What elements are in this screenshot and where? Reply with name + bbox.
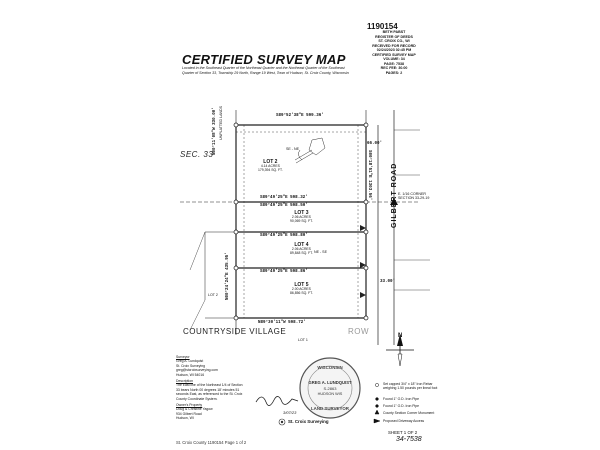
driveway-arrow — [360, 292, 366, 298]
legend-item: Proposed Driveway Access — [383, 419, 425, 423]
legal-description: Located in the Southeast Quarter of the … — [182, 66, 349, 76]
building-footprint — [308, 137, 326, 156]
monument-marker — [233, 199, 239, 205]
recording-line: ST. CROIX CO., WI — [378, 39, 410, 43]
monument-marker — [233, 315, 239, 321]
west-bearing-lower: N00°24'24"E 435.95' — [226, 252, 230, 300]
east-bearing: S00°18'51"E 1303.56' — [367, 150, 371, 201]
company-name: St. Croix Surveying — [288, 419, 329, 424]
road-name: GILBERT ROAD — [391, 162, 398, 228]
seal-number: S-2863 — [323, 386, 337, 391]
driveway-arrow — [360, 225, 366, 231]
driveway-arrow — [360, 262, 366, 268]
page-title: CERTIFIED SURVEY MAP — [182, 52, 346, 67]
monument-marker — [363, 265, 369, 271]
recording-line: REGISTER OF DEEDS — [375, 34, 413, 39]
lot-line-bearing: S89°49'25"E 598.50' — [260, 204, 308, 208]
lot-line-bearing: S89°49'25"E 598.86' — [260, 270, 308, 274]
adjoining-lot-left: LOT 2 — [208, 293, 218, 297]
notes-block: Surveyor Greg A. Lundquist St. Croix Sur… — [176, 355, 243, 421]
signature-date: 3/07/23 — [283, 410, 297, 415]
bottom-bearing: N89°30'11"W 598.72' — [258, 321, 306, 325]
dimension-33: 33.00' — [380, 280, 396, 284]
seal-city: HUDSON WIS — [317, 392, 343, 396]
lot-3-label: LOT 3 2.06 ACRES 90,069 SQ. FT. — [290, 210, 313, 224]
recording-line: PAGE: 7538 — [383, 61, 405, 66]
footer-text: St. Croix County 1190154 Page 1 of 2 — [176, 440, 247, 445]
monument-marker — [233, 229, 239, 235]
recording-line: VOLUME: 34 — [383, 57, 405, 61]
west-bearing-upper: N00°11'08"W 330.00' — [213, 107, 217, 155]
recording-line: REC FEE: 30.00 — [380, 66, 408, 70]
quarter-lower: NE - SE — [314, 250, 327, 254]
recording-line: 02/24/2023 02:45 PM — [376, 48, 412, 52]
lot-line-bearing: S89°49'25"E 598.32' — [260, 196, 308, 200]
recording-line: RECEIVED FOR RECORD — [372, 43, 416, 48]
legend-item: County Section Corner Monument — [383, 411, 435, 415]
section-corner-triangle — [390, 198, 398, 205]
signature — [255, 396, 299, 406]
seal-top: WISCONSIN — [317, 365, 343, 370]
monument-marker — [363, 229, 369, 235]
section-label: SEC. 33 — [180, 150, 214, 159]
recording-line: PAGES: 2 — [385, 70, 403, 75]
legend-symbols — [373, 383, 381, 424]
legend-item: Set capped 3/4" x 18" Iron Rebar weighin… — [383, 382, 438, 390]
lot-5-label: LOT 5 2.00 ACRES 86,856 SQ. FT. — [290, 282, 313, 296]
recording-line: CERTIFIED SURVEY MAP — [372, 52, 416, 57]
seal-name: GREG A. LUNDQUIST — [308, 380, 352, 385]
monument-marker — [233, 122, 239, 128]
row-label: ROW — [348, 327, 370, 336]
monument-marker — [363, 122, 369, 128]
handwritten-volume: 34-7538 — [396, 436, 422, 443]
monument-marker — [233, 265, 239, 271]
sheet-label: SHEET 1 OF 2 — [388, 430, 418, 435]
monument-marker — [363, 315, 369, 321]
monument-marker — [363, 199, 369, 205]
company-logo — [278, 418, 286, 426]
lot-line-bearing: S89°49'25"E 598.80' — [260, 234, 308, 238]
recording-line: BETH PABST — [382, 30, 406, 34]
legend-item: Found 1" O.D. Iron Pipe — [383, 404, 420, 408]
surveyor-seal — [299, 357, 361, 419]
corner-label: E. 1/16 CORNER SECTION 33-29-19 — [398, 192, 430, 200]
lot-2-label: LOT 2 4.14 ACRES 179,394 SQ. FT. — [258, 159, 283, 173]
top-bearing: S89°52'38"E 599.36' — [276, 114, 324, 118]
legend-item: Found 1" O.D. Iron Pipe — [383, 397, 420, 401]
north-arrow — [386, 334, 414, 367]
dimension-66: 66.00' — [367, 142, 383, 146]
lot-4-label: LOT 4 2.06 ACRES 89,848 SQ. FT. — [290, 242, 313, 256]
document-number: 1190154 — [367, 22, 398, 31]
subdivision-name: COUNTRYSIDE VILLAGE — [183, 327, 287, 336]
unplatted-label: UNPLATTED LANDS — [219, 105, 223, 140]
quarter-upper: SE - NE — [286, 147, 299, 151]
adjoining-lot-bottom: LOT 1 — [298, 338, 308, 342]
north-label: N — [398, 333, 403, 339]
seal-bottom: LAND SURVEYOR — [311, 406, 349, 411]
